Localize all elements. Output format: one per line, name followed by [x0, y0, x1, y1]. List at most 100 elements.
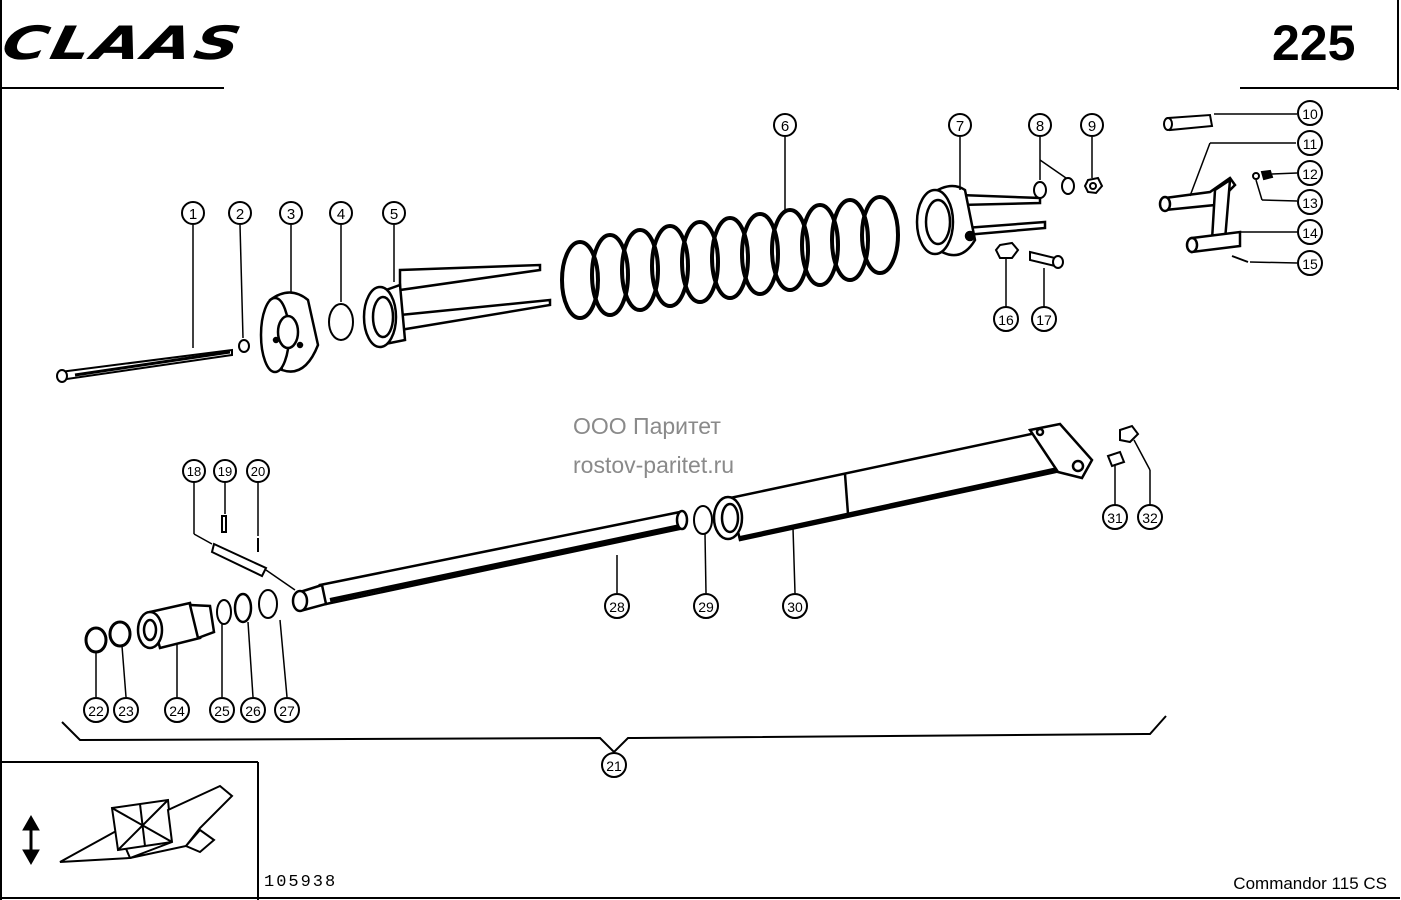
svg-text:1: 1	[189, 206, 197, 223]
callout-14: 14	[1297, 219, 1323, 245]
location-sketch	[59, 784, 234, 863]
callout-21: 21	[601, 752, 627, 778]
callout-25: 25	[209, 697, 235, 723]
part-18-pin	[210, 542, 268, 578]
svg-text:18: 18	[187, 464, 201, 479]
brand-logo: CLAAS	[0, 16, 249, 70]
callout-1: 1	[181, 201, 205, 225]
svg-text:2: 2	[236, 206, 244, 223]
svg-text:30: 30	[787, 599, 803, 615]
callout-2: 2	[228, 201, 252, 225]
callout-32: 32	[1137, 504, 1163, 530]
callout-7: 7	[948, 113, 972, 137]
part-4-ring	[328, 303, 354, 341]
part-5-sleeve	[362, 263, 552, 349]
part-27-ring	[258, 589, 278, 619]
leader-lines	[95, 113, 1298, 698]
callout-10: 10	[1297, 100, 1323, 126]
svg-text:21: 21	[606, 758, 622, 774]
callout-6: 6	[773, 113, 797, 137]
svg-text:3: 3	[287, 206, 295, 223]
part-25-ring	[216, 599, 232, 625]
callout-31: 31	[1102, 504, 1128, 530]
svg-text:19: 19	[218, 464, 232, 479]
callout-26: 26	[240, 697, 266, 723]
callout-18: 18	[182, 459, 206, 483]
callout-27: 27	[274, 697, 300, 723]
svg-text:29: 29	[698, 599, 714, 615]
svg-text:22: 22	[88, 703, 104, 719]
part-24-cylinder-head	[136, 601, 216, 650]
callout-5: 5	[382, 201, 406, 225]
part-30-cylinder-tube	[712, 422, 1094, 542]
callout-4: 4	[329, 201, 353, 225]
svg-text:24: 24	[169, 703, 185, 719]
part-19-pin	[221, 515, 227, 533]
part-32-nipple	[1119, 424, 1140, 444]
part-16-nut	[994, 241, 1020, 259]
callout-12: 12	[1297, 160, 1323, 186]
callout-15: 15	[1297, 250, 1323, 276]
svg-text:6: 6	[781, 118, 789, 135]
part-23-seal	[108, 620, 132, 648]
svg-text:20: 20	[251, 464, 265, 479]
svg-text:7: 7	[956, 118, 964, 135]
watermark-company: ООО Паритет	[573, 413, 721, 439]
drawing-number: 105938	[264, 873, 338, 892]
svg-text:27: 27	[279, 703, 295, 719]
part-28-piston-rod	[291, 509, 689, 613]
part-9-nut	[1083, 176, 1104, 195]
part-1-long-bolt	[56, 348, 233, 383]
part-11-lever	[1158, 176, 1242, 254]
svg-text:26: 26	[245, 703, 261, 719]
part-31-plug	[1106, 450, 1126, 468]
part-8-washers	[1033, 177, 1075, 199]
svg-text:17: 17	[1036, 312, 1052, 328]
part-15-cotter	[1231, 255, 1249, 263]
svg-text:28: 28	[609, 599, 625, 615]
callout-29: 29	[693, 593, 719, 619]
callout-20: 20	[246, 459, 270, 483]
svg-text:4: 4	[337, 206, 345, 223]
part-7-flange	[915, 184, 1047, 257]
part-26-ring	[233, 592, 253, 624]
svg-text:15: 15	[1302, 256, 1318, 272]
callout-24: 24	[164, 697, 190, 723]
part-10-pin	[1163, 113, 1214, 132]
part-17-bolt	[1029, 250, 1064, 269]
callout-13: 13	[1297, 189, 1323, 215]
callout-3: 3	[279, 201, 303, 225]
callout-11: 11	[1297, 130, 1323, 156]
part-12-13-nut-washer	[1252, 169, 1274, 181]
svg-text:25: 25	[214, 703, 230, 719]
part-6-spring	[560, 195, 900, 320]
callout-30: 30	[782, 593, 808, 619]
callout-23: 23	[113, 697, 139, 723]
watermark-url: rostov-paritet.ru	[573, 452, 735, 478]
page-number: 225	[1272, 15, 1356, 71]
callout-16: 16	[993, 306, 1019, 332]
callout-28: 28	[604, 593, 630, 619]
callout-22: 22	[83, 697, 109, 723]
svg-text:11: 11	[1303, 136, 1318, 152]
callouts: 1 2 3 4 5 6 7 8 9 10 11 12 13 14 15 16 1…	[83, 100, 1323, 778]
part-2-washer	[238, 339, 250, 353]
callout-9: 9	[1080, 113, 1104, 137]
svg-text:5: 5	[390, 206, 398, 223]
svg-text:12: 12	[1302, 166, 1318, 182]
svg-text:14: 14	[1302, 225, 1318, 241]
part-3-disc	[259, 291, 320, 374]
svg-text:9: 9	[1088, 118, 1096, 135]
up-down-arrow-icon	[22, 814, 40, 866]
machine-model: Commandor 115 CS	[1233, 874, 1387, 893]
svg-text:13: 13	[1302, 195, 1318, 211]
part-22-seal	[84, 626, 108, 654]
svg-text:32: 32	[1142, 510, 1158, 526]
svg-text:16: 16	[998, 312, 1014, 328]
svg-text:23: 23	[118, 703, 134, 719]
part-29-ring	[693, 505, 713, 535]
svg-text:10: 10	[1302, 106, 1318, 122]
svg-text:8: 8	[1036, 118, 1044, 135]
